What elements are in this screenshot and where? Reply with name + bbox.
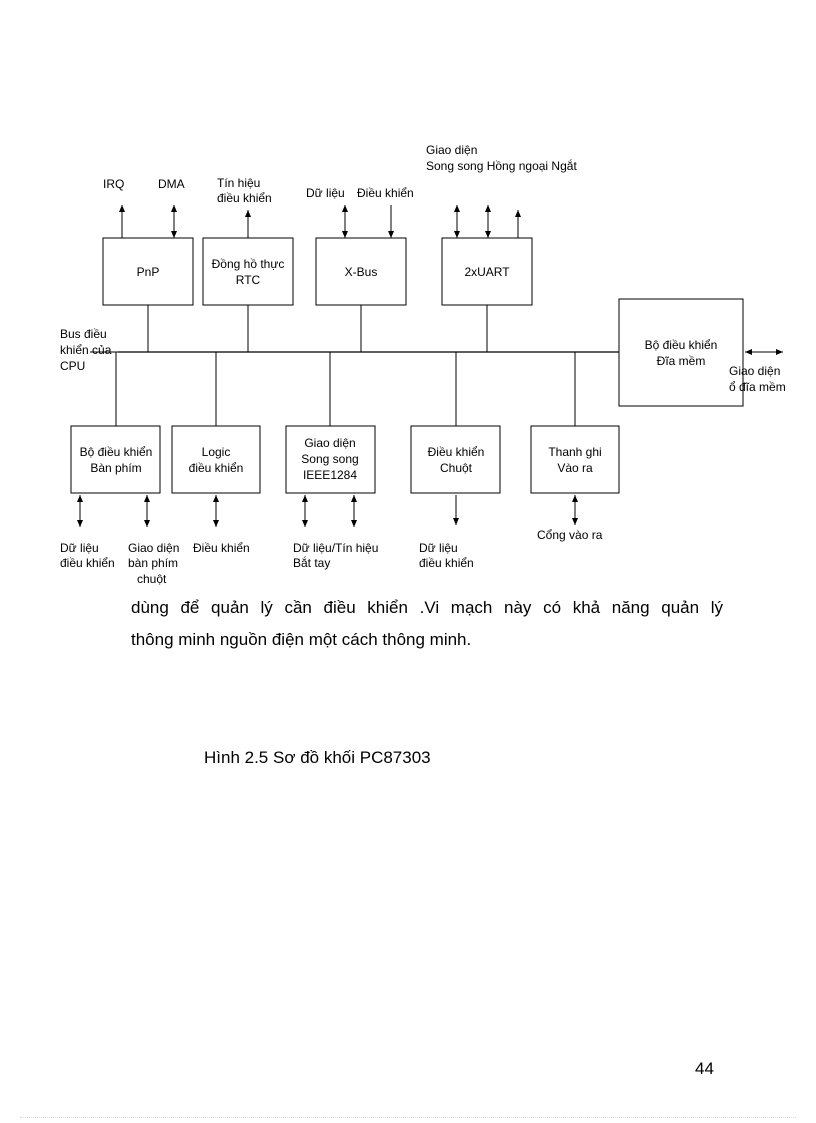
- block-rtc: Đồng hồ thực RTC: [202, 237, 294, 306]
- block-io-register: Thanh ghi Vào ra: [530, 425, 620, 494]
- label-irq: IRQ: [103, 177, 124, 191]
- block-parallel-line2: Song song: [301, 452, 358, 466]
- block-parallel-line3: IEEE1284: [303, 468, 357, 482]
- footer-divider: [20, 1117, 796, 1118]
- block-parallel-interface: Giao diện Song song IEEE1284: [285, 425, 376, 494]
- label-signal-line2: điều khiển: [217, 191, 272, 205]
- block-logic-line2: điều khiển: [189, 461, 244, 475]
- block-keyboard-line1: Bộ điều khiển: [80, 445, 153, 459]
- label-kb-if-line1: Giao diện: [128, 541, 179, 555]
- label-logic-control: Điều khiển: [193, 541, 250, 555]
- block-floppy-line1: Bộ điều khiển: [645, 338, 718, 352]
- block-logic-control: Logic điều khiển: [171, 425, 261, 494]
- label-xbus-control: Điều khiển: [357, 186, 414, 200]
- label-uart-top-1: Giao diện: [426, 143, 477, 157]
- label-xbus-data: Dữ liệu: [306, 186, 345, 200]
- label-cpu-bus-line1: Bus điều: [60, 327, 107, 341]
- block-logic-line1: Logic: [202, 445, 231, 459]
- block-parallel-line1: Giao diện: [304, 436, 355, 450]
- block-rtc-line2: RTC: [236, 273, 261, 287]
- label-uart-top-2: Song song Hồng ngoại Ngắt: [426, 158, 577, 173]
- block-uart-line1: 2xUART: [464, 265, 510, 279]
- block-floppy-line2: Đĩa mềm: [657, 354, 706, 368]
- label-mouse-data-line1: Dữ liệu: [419, 541, 458, 555]
- block-pnp-line1: PnP: [137, 265, 160, 279]
- block-keyboard-line2: Bàn phím: [90, 461, 141, 475]
- label-cpu-bus-line2: khiển của: [60, 343, 112, 357]
- label-signal-line1: Tín hiệu: [217, 176, 260, 190]
- block-mouse-control: Điều khiển Chuột: [410, 425, 501, 494]
- block-mouse-line1: Điều khiển: [428, 445, 485, 459]
- label-floppy-if-line2: ổ đĩa mềm: [729, 380, 786, 394]
- label-cpu-bus-line3: CPU: [60, 359, 85, 373]
- label-kb-if-line2: bàn phím: [128, 556, 178, 570]
- label-dma: DMA: [158, 177, 185, 191]
- block-keyboard-controller: Bộ điều khiển Bàn phím: [70, 425, 161, 494]
- body-paragraph-line-1: dùng để quản lý cần điều khiển .Vi mạch …: [131, 598, 723, 617]
- label-io-port: Cổng vào ra: [537, 528, 603, 542]
- block-rtc-line1: Đồng hồ thực: [212, 257, 285, 271]
- label-par-handshake-line1: Dữ liệu/Tín hiệu: [293, 541, 378, 555]
- label-mouse-data-line2: điều khiển: [419, 556, 474, 570]
- block-diagram-pc87303: PnP Đồng hồ thực RTC X-Bus 2xUART Bộ điề…: [60, 143, 786, 586]
- block-ioreg-line2: Vào ra: [557, 461, 593, 475]
- block-pnp: PnP: [102, 237, 194, 306]
- block-xbus: X-Bus: [315, 237, 407, 306]
- block-xbus-line1: X-Bus: [345, 265, 378, 279]
- figure-caption: Hình 2.5 Sơ đồ khối PC87303: [204, 748, 431, 767]
- label-kb-if-line3: chuột: [137, 572, 167, 586]
- label-kb-data-line2: điều khiển: [60, 556, 115, 570]
- block-ioreg-line1: Thanh ghi: [548, 445, 601, 459]
- body-paragraph-line-2: thông minh nguồn điện một cách thông min…: [131, 630, 472, 649]
- block-uart: 2xUART: [441, 237, 533, 306]
- label-par-handshake-line2: Bắt tay: [293, 555, 330, 570]
- block-mouse-line2: Chuột: [440, 461, 473, 475]
- label-kb-data-line1: Dữ liệu: [60, 541, 99, 555]
- block-floppy-controller: Bộ điều khiển Đĩa mềm: [618, 298, 744, 407]
- page-number: 44: [695, 1059, 714, 1078]
- label-floppy-if-line1: Giao diện: [729, 364, 780, 378]
